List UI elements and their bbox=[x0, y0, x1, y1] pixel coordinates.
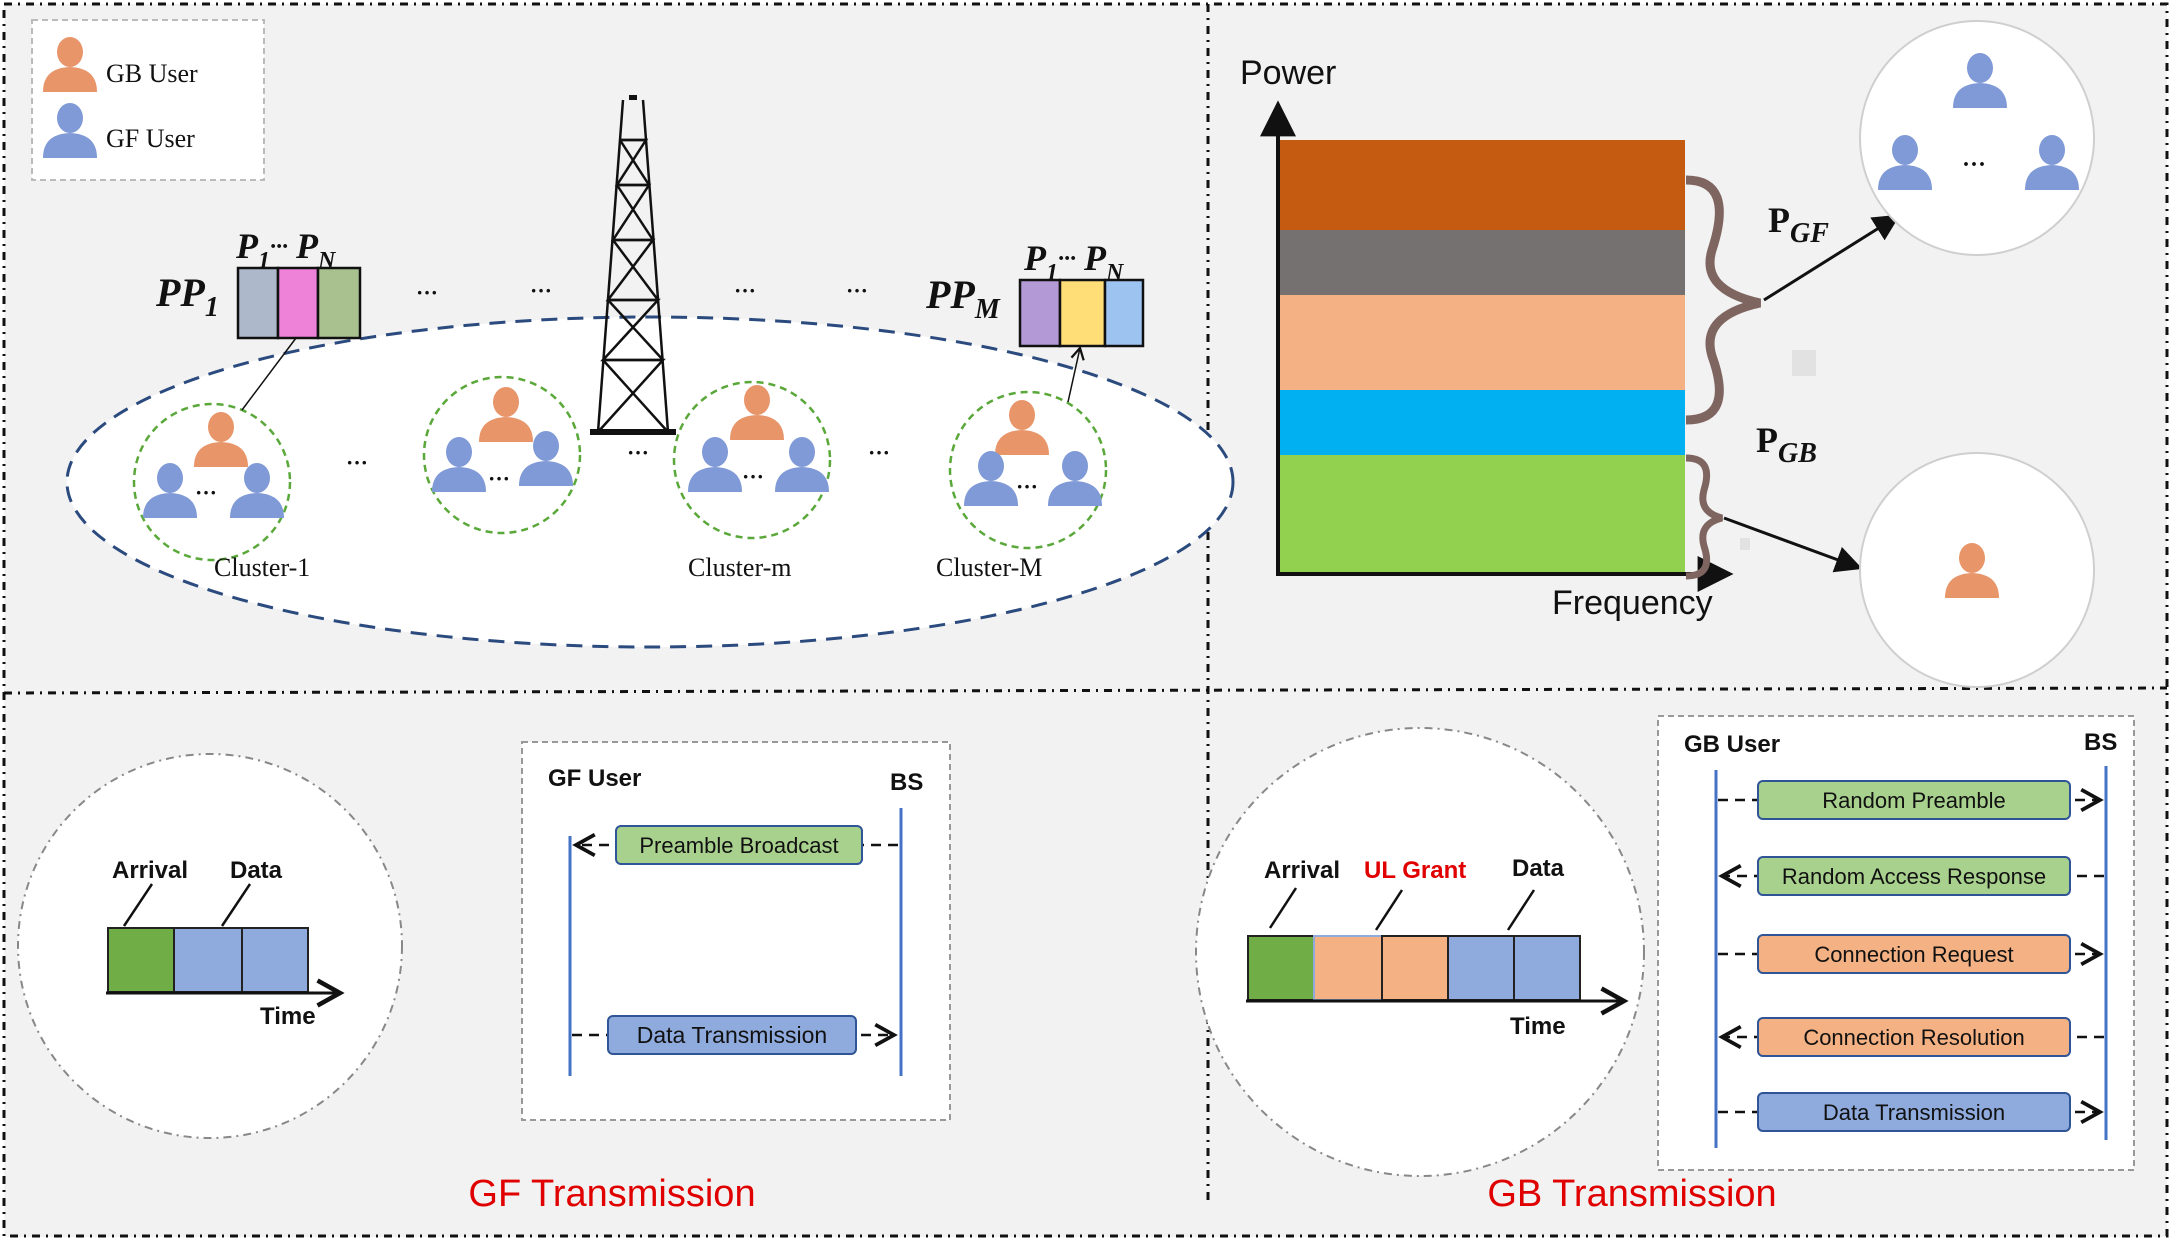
pp1-label: PP1 bbox=[155, 270, 219, 323]
cluster-1-label: Cluster-1 bbox=[214, 553, 310, 582]
cluster-M: ··· bbox=[948, 390, 1108, 550]
band-gf-1 bbox=[1280, 140, 1685, 230]
gb-ul-grant-label: UL Grant bbox=[1364, 857, 1466, 884]
gb-data-slot-1 bbox=[1447, 935, 1515, 1001]
gb-time-label: Time bbox=[1510, 1013, 1566, 1040]
legend-gb-label: GB User bbox=[106, 59, 198, 88]
gf-seq-bs-label: BS bbox=[890, 769, 923, 796]
p-gf-label: PGF bbox=[1768, 200, 1829, 249]
gb-arrival-label: Arrival bbox=[1264, 857, 1340, 884]
gb-transmission-panel: Arrival UL Grant Data Time GB User BS Ra… bbox=[1195, 715, 2135, 1215]
artifact bbox=[1740, 538, 1750, 550]
separator-dots: ··· bbox=[734, 278, 756, 303]
gf-msg-box-2 bbox=[607, 1015, 857, 1055]
gb-data-slot-2 bbox=[1513, 935, 1581, 1001]
network-panel: GB User GF User ··· ··· Clust bbox=[31, 19, 1235, 649]
power-domain-panel: Power Frequency PGF PGB ··· bbox=[1240, 20, 2095, 688]
gf-brace bbox=[1685, 175, 1761, 425]
gf-transmission-panel: Arrival Data Time GF User BS Preamble Br… bbox=[17, 741, 951, 1215]
gb-msg-3-label: Connection Request bbox=[1814, 942, 2013, 967]
cluster-m: ··· bbox=[672, 380, 832, 540]
cluster-dots: ··· bbox=[195, 480, 217, 505]
gf-seq-user-label: GF User bbox=[548, 765, 641, 792]
separator-dots: ··· bbox=[416, 280, 438, 305]
gb-msg-box-4 bbox=[1757, 1017, 2071, 1057]
gf-panel-title: GF Transmission bbox=[468, 1173, 755, 1215]
separator-dots: ··· bbox=[846, 278, 868, 303]
p-gb-label: PGB bbox=[1756, 420, 1817, 469]
gb-data-label: Data bbox=[1512, 855, 1565, 882]
frequency-axis-label: Frequency bbox=[1552, 584, 1713, 622]
band-gf-2 bbox=[1280, 230, 1685, 295]
pilot-pool-M: PPM P1···PN bbox=[925, 238, 1145, 403]
gf-arrow bbox=[1763, 214, 1901, 302]
gf-msg-box-1 bbox=[615, 825, 863, 865]
gb-seq-bs-label: BS bbox=[2084, 729, 2117, 756]
cluster-dots: ··· bbox=[742, 464, 764, 489]
gf-msg-1-label: Preamble Broadcast bbox=[639, 833, 838, 858]
band-gb bbox=[1280, 455, 1685, 575]
cluster-m-label: Cluster-m bbox=[688, 553, 791, 582]
gb-seq-user-label: GB User bbox=[1684, 731, 1780, 758]
gb-arrow bbox=[1723, 516, 1863, 573]
gf-data-slot-1 bbox=[173, 927, 243, 993]
ppm-pilots-label: P1···PN bbox=[1023, 238, 1125, 286]
gf-time-label: Time bbox=[260, 1003, 316, 1030]
cluster-M-label: Cluster-M bbox=[936, 553, 1042, 582]
gb-brace bbox=[1685, 454, 1724, 580]
gb-msg-box-2 bbox=[1757, 856, 2071, 896]
gb-msg-box-1 bbox=[1757, 780, 2071, 820]
ppm-label: PPM bbox=[925, 272, 1001, 325]
separator-dots: ··· bbox=[868, 440, 890, 465]
base-station-tower-icon bbox=[590, 95, 676, 435]
cluster-dots: ··· bbox=[488, 466, 510, 491]
pp1-pilots-label: P1···PN bbox=[235, 226, 337, 274]
gf-sequence-box bbox=[521, 741, 951, 1121]
cluster-dots: ··· bbox=[1016, 474, 1038, 499]
gf-users-group bbox=[1859, 20, 2095, 256]
gb-arrival-slot bbox=[1247, 935, 1315, 1001]
cluster-2: ··· bbox=[422, 375, 582, 535]
gb-grant-slot-2 bbox=[1381, 935, 1449, 1001]
artifact bbox=[1792, 350, 1816, 376]
legend-gf-label: GF User bbox=[106, 124, 195, 153]
gf-arrival-label: Arrival bbox=[112, 857, 188, 884]
separator-dots: ··· bbox=[530, 278, 552, 303]
gf-msg-2-label: Data Transmission bbox=[637, 1022, 827, 1048]
power-axis-label: Power bbox=[1240, 54, 1336, 92]
cluster-1: ··· bbox=[132, 402, 292, 562]
gb-msg-box-5 bbox=[1757, 1092, 2071, 1132]
gf-arrival-slot bbox=[107, 927, 175, 993]
gb-msg-1-label: Random Preamble bbox=[1822, 788, 2005, 813]
gb-msg-4-label: Connection Resolution bbox=[1803, 1025, 2024, 1050]
group-dots: ··· bbox=[1962, 152, 1986, 178]
gb-grant-slot-1 bbox=[1313, 935, 1383, 1001]
gb-panel-title: GB Transmission bbox=[1487, 1173, 1776, 1215]
pilot-pool-1: PP1 P1···PN bbox=[155, 226, 362, 411]
gb-msg-2-label: Random Access Response bbox=[1782, 864, 2046, 889]
separator-dots: ··· bbox=[346, 450, 368, 475]
band-gf-3 bbox=[1280, 295, 1685, 390]
tower-dots: ··· bbox=[627, 440, 649, 465]
gf-data-slot-2 bbox=[241, 927, 309, 993]
coverage-ellipse bbox=[65, 315, 1235, 649]
gf-data-label: Data bbox=[230, 857, 283, 884]
gb-msg-box-3 bbox=[1757, 934, 2071, 974]
gb-msg-5-label: Data Transmission bbox=[1823, 1100, 2005, 1125]
band-gf-4 bbox=[1280, 390, 1685, 455]
